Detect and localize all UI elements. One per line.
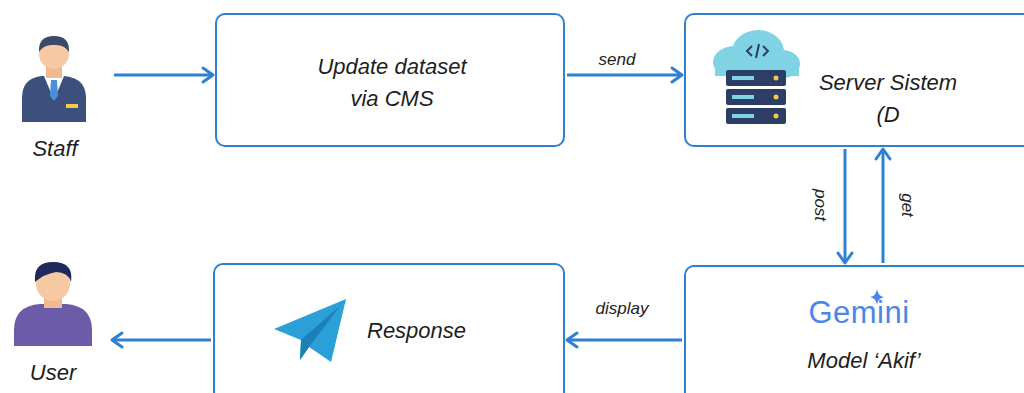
flow-arrow [112,339,211,342]
actor-figure: Staff [10,25,112,173]
node-label: Staff [10,133,100,165]
model-box: GeminiModel ‘Akif’ [684,265,1024,393]
edge-label: display [594,299,651,319]
user-figure [14,262,92,346]
flow-arrow [114,74,213,77]
flow-arrow [882,149,885,263]
flow-arrow [567,339,682,342]
staff-figure [22,36,86,122]
node-label: Response [367,315,517,347]
process-box: Update dataset via CMS [215,13,565,147]
server-box: Server Sistem (D [684,13,1024,147]
edge-label: post [810,187,830,223]
response-box: Response [213,263,565,393]
flow-arrow [567,74,682,77]
server-icon [713,30,800,124]
node-label: Server Sistem (D [810,67,966,131]
edge-label: get [897,191,917,219]
actor-figure: User [8,255,110,393]
logo-text: Gemini [779,295,939,331]
flow-arrow [844,149,847,263]
node-label: Model ‘Akif’ [764,345,964,377]
node-label: Update dataset via CMS [307,51,477,115]
edge-label: send [597,50,638,70]
node-label: User [8,357,98,389]
telegram-icon [274,299,346,362]
